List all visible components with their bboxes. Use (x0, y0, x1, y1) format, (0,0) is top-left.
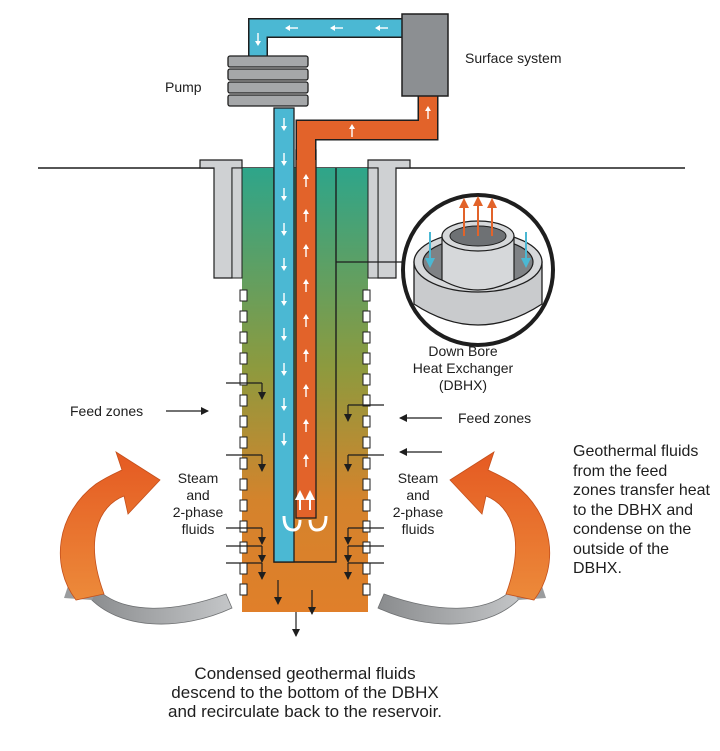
flow-arrow-left-head (375, 25, 380, 31)
pump-label: Pump (165, 79, 202, 95)
flow-arrow-down-head (281, 301, 287, 306)
flow-arrow-up-head (303, 384, 309, 389)
dbhx-label-line2: Heat Exchanger (412, 360, 514, 376)
flow-arrow-down-head (281, 231, 287, 236)
flow-arrow-up-head (303, 244, 309, 249)
bottom-outflow-arrows (274, 580, 316, 637)
dbhx-label: Down Bore Heat Exchanger (DBHX) (408, 343, 518, 394)
heat-transfer-note: Geothermal fluids from the feed zones tr… (573, 443, 710, 577)
liner-slot (239, 331, 248, 344)
liner-slot (239, 562, 248, 575)
steam-right-line3: 2-phase (392, 504, 444, 520)
liner-slot (362, 520, 371, 533)
liner-slot (239, 394, 248, 407)
liner-slot (362, 310, 371, 323)
liner-slot (362, 373, 371, 386)
surface-system-label: Surface system (465, 50, 562, 66)
flow-arrows (255, 25, 431, 467)
liner-slot (362, 415, 371, 428)
steam-left-line1: Steam (177, 470, 219, 486)
feed-zone-arrows (166, 407, 442, 456)
dbhx-cross-section (401, 193, 555, 347)
liner-slot (239, 583, 248, 596)
steam-left-line3: 2-phase (172, 504, 224, 520)
well-casing (199, 159, 411, 279)
flow-arrow-down-head (281, 441, 287, 446)
liner-slot (239, 478, 248, 491)
flow-arrow-down-head (281, 196, 287, 201)
inflow-arrows (226, 382, 384, 580)
liner-slot (239, 373, 248, 386)
feed-zones-left-label: Feed zones (70, 403, 144, 419)
steam-left-line4: fluids (181, 521, 215, 537)
flow-arrow-up-head (303, 209, 309, 214)
flow-arrow-down-head (281, 126, 287, 131)
flow-arrow-left-head (330, 25, 335, 31)
pump (227, 55, 309, 107)
steam-left-line2: and (186, 487, 210, 503)
liner-slot (362, 457, 371, 470)
dbhx-label-line1: Down Bore (428, 343, 498, 359)
flow-arrow-up-head (425, 106, 431, 111)
steam-right-line2: and (406, 487, 430, 503)
flow-arrow-up-head (303, 454, 309, 459)
recirculation-note: Condensed geothermal fluids descend to t… (167, 664, 443, 721)
liner-slot (239, 499, 248, 512)
flow-arrow-down-head (281, 161, 287, 166)
steam-right-line1: Steam (397, 470, 439, 486)
flow-arrow-up-head (303, 279, 309, 284)
flow-arrow-down-head (255, 41, 261, 46)
liner-slot (362, 394, 371, 407)
left-recirculation-arrow (59, 451, 233, 625)
liner-slot (362, 289, 371, 302)
steam-label-left: Steam and 2-phase fluids (158, 470, 238, 538)
liner-slot (239, 310, 248, 323)
surface-system-box (401, 13, 449, 97)
liner-slot (239, 289, 248, 302)
liner-slot (239, 436, 248, 449)
flow-arrow-up-head (349, 124, 355, 129)
flow-arrow-up-head (303, 174, 309, 179)
u-turn-arrows (282, 490, 328, 532)
liner-slot (239, 415, 248, 428)
liner-slot (362, 499, 371, 512)
right-recirculation-arrow (377, 451, 551, 625)
steam-right-line4: fluids (401, 521, 435, 537)
flow-arrow-down-head (281, 266, 287, 271)
flow-arrow-up-head (303, 419, 309, 424)
flow-arrow-up-head (303, 314, 309, 319)
slotted-liner (239, 289, 371, 596)
liner-slot (362, 541, 371, 554)
liner-slot (239, 541, 248, 554)
liner-slot (362, 478, 371, 491)
feed-zones-right-label: Feed zones (458, 410, 532, 426)
dbhx-label-line3: (DBHX) (438, 377, 488, 393)
flow-arrow-down-head (281, 406, 287, 411)
liner-slot (362, 562, 371, 575)
flow-arrow-down-head (281, 371, 287, 376)
liner-slot (362, 331, 371, 344)
liner-slot (239, 352, 248, 365)
liner-slot (239, 457, 248, 470)
flow-arrow-up-head (303, 349, 309, 354)
flow-arrow-down-head (281, 336, 287, 341)
liner-slot (362, 583, 371, 596)
liner-slot (239, 520, 248, 533)
liner-slot (362, 352, 371, 365)
flow-arrow-left-head (285, 25, 290, 31)
liner-slot (362, 436, 371, 449)
steam-label-right: Steam and 2-phase fluids (378, 470, 458, 538)
